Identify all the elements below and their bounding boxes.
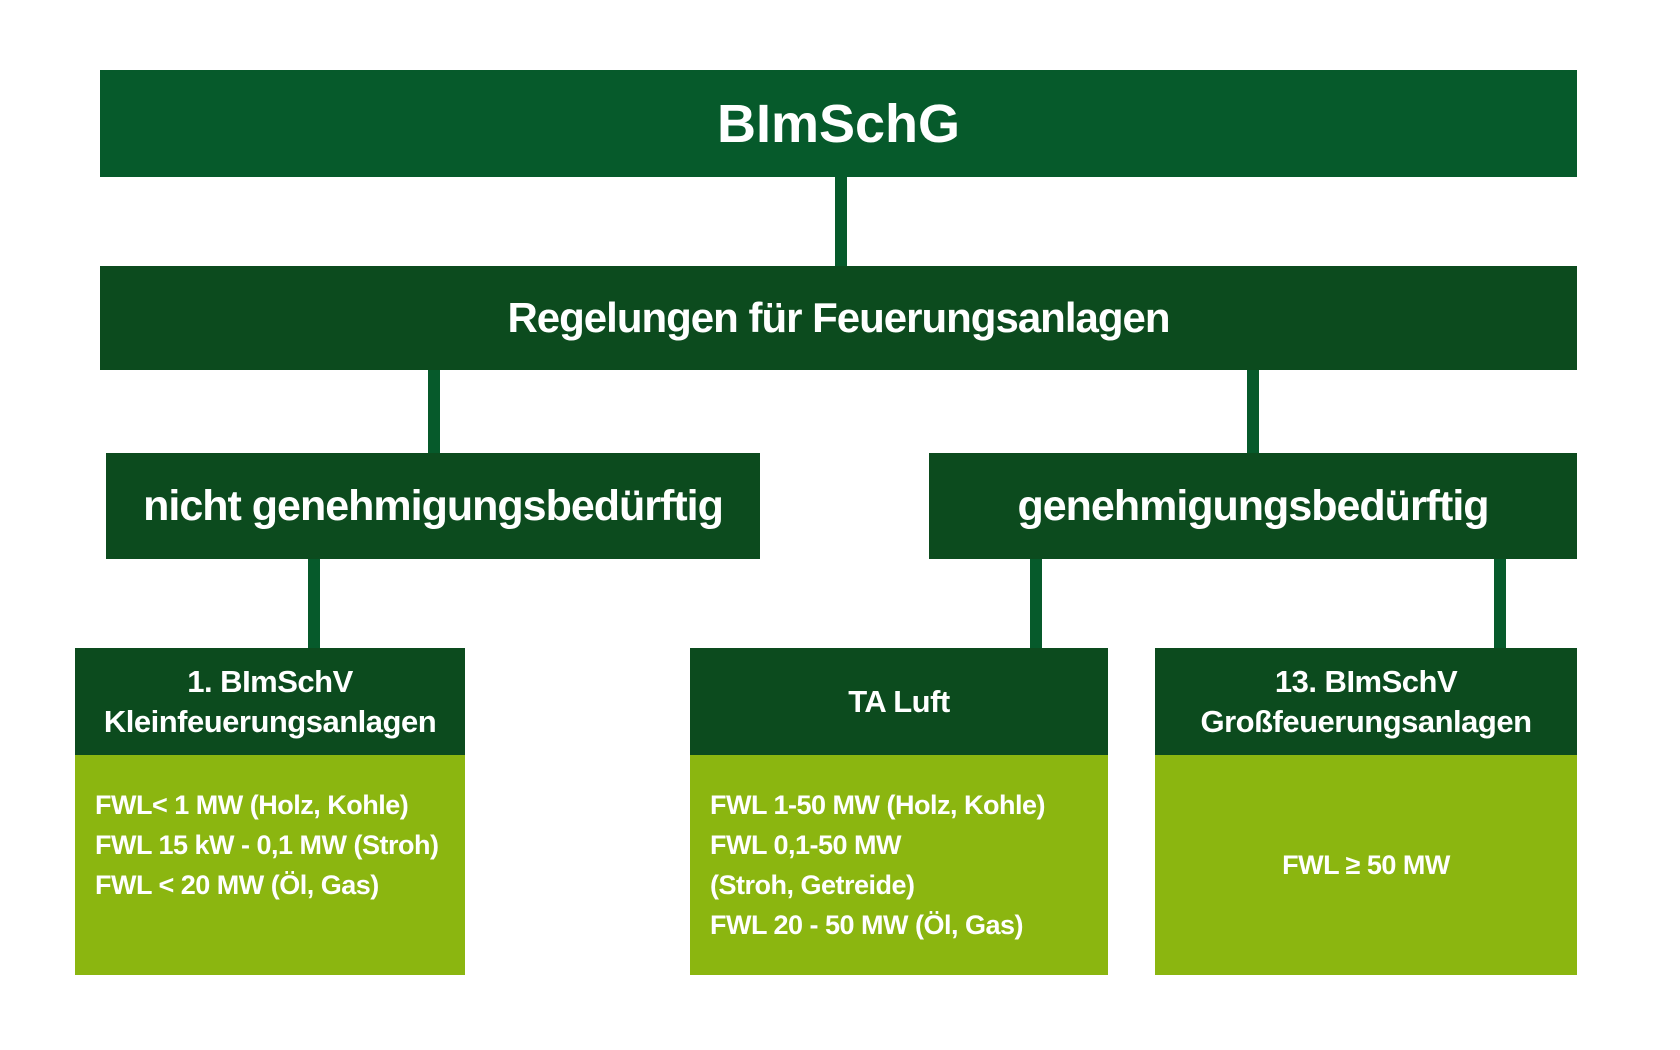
connector-level2-to-right-branch [1247, 370, 1259, 453]
leaf1-item: FWL< 1 MW (Holz, Kohle) [95, 790, 409, 820]
leaf3-item: FWL ≥ 50 MW [1282, 850, 1450, 880]
leaf1-item: FWL < 20 MW (Öl, Gas) [95, 870, 379, 900]
leaf2-item: FWL 0,1-50 MW [710, 830, 902, 860]
leaf2-title-line1: TA Luft [848, 683, 950, 719]
leaf2-header-ta-luft: TA Luft [690, 648, 1108, 755]
leaf3-header-bimschv13: 13. BImSchV Großfeuerungsanlagen [1155, 648, 1577, 755]
branch-box-nicht-genehmigungsbeduerftig: nicht genehmigungsbedürftig [106, 453, 760, 559]
branch-left-label: nicht genehmigungsbedürftig [143, 481, 724, 530]
connector-right-branch-to-leaf3 [1494, 559, 1506, 648]
root-box-label: BImSchG [716, 93, 961, 154]
level2-box-regelungen: Regelungen für Feuerungsanlagen [100, 266, 1577, 370]
leaf3-title-line2: Großfeuerungsanlagen [1200, 703, 1532, 739]
leaf2-panel-ta-luft: FWL 1-50 MW (Holz, Kohle) FWL 0,1-50 MW … [690, 755, 1108, 975]
connector-root-to-level2 [835, 177, 847, 266]
branch-box-genehmigungsbeduerftig: genehmigungsbedürftig [929, 453, 1577, 559]
connector-right-branch-to-leaf2 [1030, 559, 1042, 648]
leaf2-item: FWL 20 - 50 MW (Öl, Gas) [710, 910, 1024, 940]
leaf1-header-bimschv1: 1. BImSchV Kleinfeuerungsanlagen [75, 648, 465, 755]
leaf1-title-line2: Kleinfeuerungsanlagen [103, 703, 437, 739]
leaf1-item: FWL 15 kW - 0,1 MW (Stroh) [95, 830, 439, 860]
root-box-bimschg: BImSchG [100, 70, 1577, 177]
leaf1-panel-kleinfeuerungsanlagen: FWL< 1 MW (Holz, Kohle) FWL 15 kW - 0,1 … [75, 755, 465, 975]
connector-left-branch-to-leaf1 [308, 559, 320, 648]
leaf2-item: (Stroh, Getreide) [710, 870, 915, 900]
connector-level2-to-left-branch [428, 370, 440, 453]
leaf3-panel-grossfeuerungsanlagen: FWL ≥ 50 MW [1155, 755, 1577, 975]
leaf1-title-line1: 1. BImSchV [187, 663, 353, 699]
leaf2-item: FWL 1-50 MW (Holz, Kohle) [710, 790, 1045, 820]
level2-box-label: Regelungen für Feuerungsanlagen [507, 294, 1170, 341]
branch-right-label: genehmigungsbedürftig [1017, 481, 1489, 530]
leaf3-title-line1: 13. BImSchV [1274, 663, 1458, 699]
